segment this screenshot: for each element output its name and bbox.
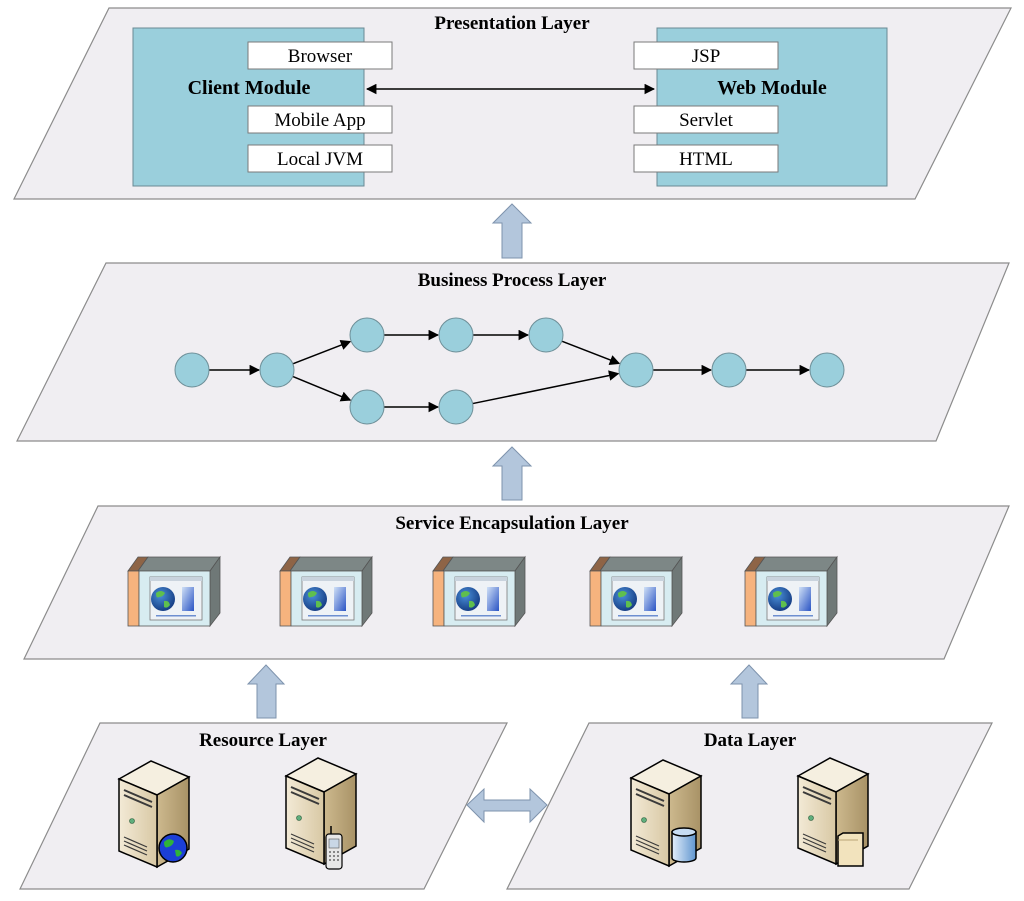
business-process-layer-plane (16, 262, 1010, 442)
client-item-box (247, 105, 393, 134)
process-node (349, 389, 385, 425)
web-item-box (633, 41, 779, 70)
mobile-server-icon (285, 757, 357, 870)
process-node (438, 317, 474, 353)
up-arrow-resource-to-service (246, 664, 286, 719)
resource-layer: Resource Layer (19, 722, 508, 890)
file-server-icon (797, 757, 869, 867)
up-arrow-service-to-business (491, 446, 533, 501)
process-nodes (174, 317, 845, 425)
up-arrow-business-to-presentation (491, 203, 533, 259)
web-item-box (633, 144, 779, 173)
process-edge (561, 340, 621, 365)
web-item-box (633, 105, 779, 134)
process-node (528, 317, 564, 353)
web-item-jsp: JSP (692, 46, 721, 67)
client-item-mobile-app: Mobile App (274, 110, 365, 131)
web-item-servlet: Servlet (679, 110, 734, 131)
web-service-icon (432, 556, 526, 627)
client-item-box (247, 41, 393, 70)
client-item-box (247, 144, 393, 173)
data-layer: Data Layer (506, 722, 993, 890)
client-item-browser: Browser (288, 46, 353, 67)
service-encapsulation-layer-title: Service Encapsulation Layer (395, 513, 629, 534)
resource-layer-title: Resource Layer (199, 730, 327, 751)
process-edge (472, 370, 620, 405)
web-service-icon (744, 556, 838, 627)
process-node (618, 352, 654, 388)
process-node (174, 352, 210, 388)
process-edge (292, 340, 352, 365)
client-module: Client Module Browser Mobile App Local J… (132, 27, 393, 187)
web-server-icon (118, 760, 190, 868)
business-process-layer-title: Business Process Layer (418, 270, 607, 291)
web-module-title: Web Module (717, 77, 827, 99)
client-module-title: Client Module (188, 77, 311, 99)
bidirectional-arrow-resource-data (466, 787, 548, 824)
web-service-icon (127, 556, 221, 627)
client-item-local-jvm: Local JVM (277, 149, 363, 170)
process-edge (292, 375, 352, 402)
presentation-layer: Presentation Layer Client Module Browser… (13, 7, 1012, 200)
process-node (349, 317, 385, 353)
web-module: Web Module JSP Servlet HTML (633, 27, 888, 187)
presentation-layer-title: Presentation Layer (434, 13, 590, 34)
process-node (711, 352, 747, 388)
data-layer-plane (506, 722, 993, 890)
web-service-icon (279, 556, 373, 627)
service-encapsulation-layer: Service Encapsulation Layer (23, 505, 1010, 660)
database-server-icon (630, 759, 702, 867)
up-arrow-data-to-service (729, 664, 769, 719)
business-process-layer: Business Process Layer (16, 262, 1010, 442)
web-item-html: HTML (679, 149, 733, 170)
web-service-icon (589, 556, 683, 627)
process-node (259, 352, 295, 388)
process-edges (209, 329, 811, 413)
data-layer-title: Data Layer (704, 730, 797, 751)
process-node (809, 352, 845, 388)
process-node (438, 389, 474, 425)
